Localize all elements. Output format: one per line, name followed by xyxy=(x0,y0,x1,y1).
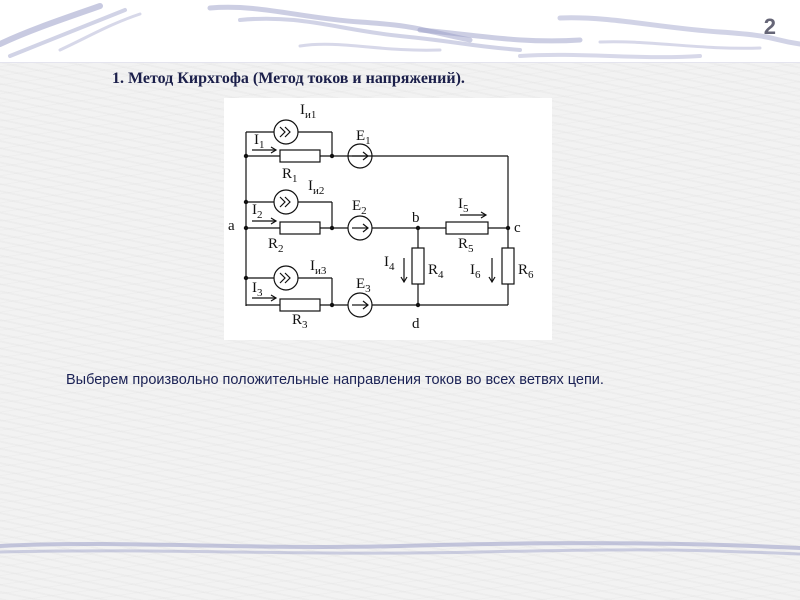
label-r4: R4 xyxy=(428,262,444,281)
current-source-ik1 xyxy=(273,119,299,145)
node-b-dot xyxy=(415,225,421,231)
node-c-dot xyxy=(505,225,511,231)
junction-dot xyxy=(329,153,335,159)
resistor-r6 xyxy=(501,247,515,285)
circuit-diagram: Iи1 E1 I1 R1 Iи2 E2 I2 a R2 b I5 c R5 I4… xyxy=(224,98,552,340)
junction-dot xyxy=(243,199,249,205)
junction-dot xyxy=(243,153,249,159)
node-d-dot xyxy=(415,302,421,308)
label-node-c: c xyxy=(514,220,521,236)
resistor-r5 xyxy=(445,221,489,235)
page-number: 2 xyxy=(763,14,776,39)
label-r2: R2 xyxy=(268,236,284,255)
resistor-r2 xyxy=(279,221,321,235)
resistor-r3 xyxy=(279,298,321,312)
label-r3: R3 xyxy=(292,312,308,331)
bottom-decorative-band xyxy=(0,536,800,566)
label-e3: E3 xyxy=(356,276,371,295)
label-node-a: a xyxy=(228,218,235,234)
label-i2: I2 xyxy=(252,202,263,221)
resistor-r1 xyxy=(279,149,321,163)
label-ik3: Iи3 xyxy=(310,258,327,277)
resistor-r4 xyxy=(411,247,425,285)
label-i4: I4 xyxy=(384,254,395,273)
label-i6: I6 xyxy=(470,262,481,281)
current-source-ik2 xyxy=(273,189,299,215)
label-e1: E1 xyxy=(356,128,371,147)
label-r6: R6 xyxy=(518,262,534,281)
junction-dot xyxy=(243,275,249,281)
label-ik2: Iи2 xyxy=(308,178,324,197)
label-node-b: b xyxy=(412,210,420,226)
label-i5: I5 xyxy=(458,196,469,215)
label-e2: E2 xyxy=(352,198,367,217)
junction-dot xyxy=(329,302,335,308)
current-source-ik3 xyxy=(273,265,299,291)
label-r5: R5 xyxy=(458,236,474,255)
wave-decoration xyxy=(0,3,800,60)
node-a-dot xyxy=(243,225,249,231)
top-decorative-band: 2 xyxy=(0,0,800,63)
label-i3: I3 xyxy=(252,280,263,299)
slide-caption: Выберем произвольно положительные направ… xyxy=(66,372,604,388)
label-ik1: Iи1 xyxy=(300,102,316,121)
label-r1: R1 xyxy=(282,166,298,185)
label-node-d: d xyxy=(412,316,420,332)
label-i1: I1 xyxy=(254,132,265,151)
junction-dot xyxy=(329,225,335,231)
bottom-wave-decoration xyxy=(0,541,800,556)
slide-heading: 1. Метод Кирхгофа (Метод токов и напряже… xyxy=(112,70,465,87)
